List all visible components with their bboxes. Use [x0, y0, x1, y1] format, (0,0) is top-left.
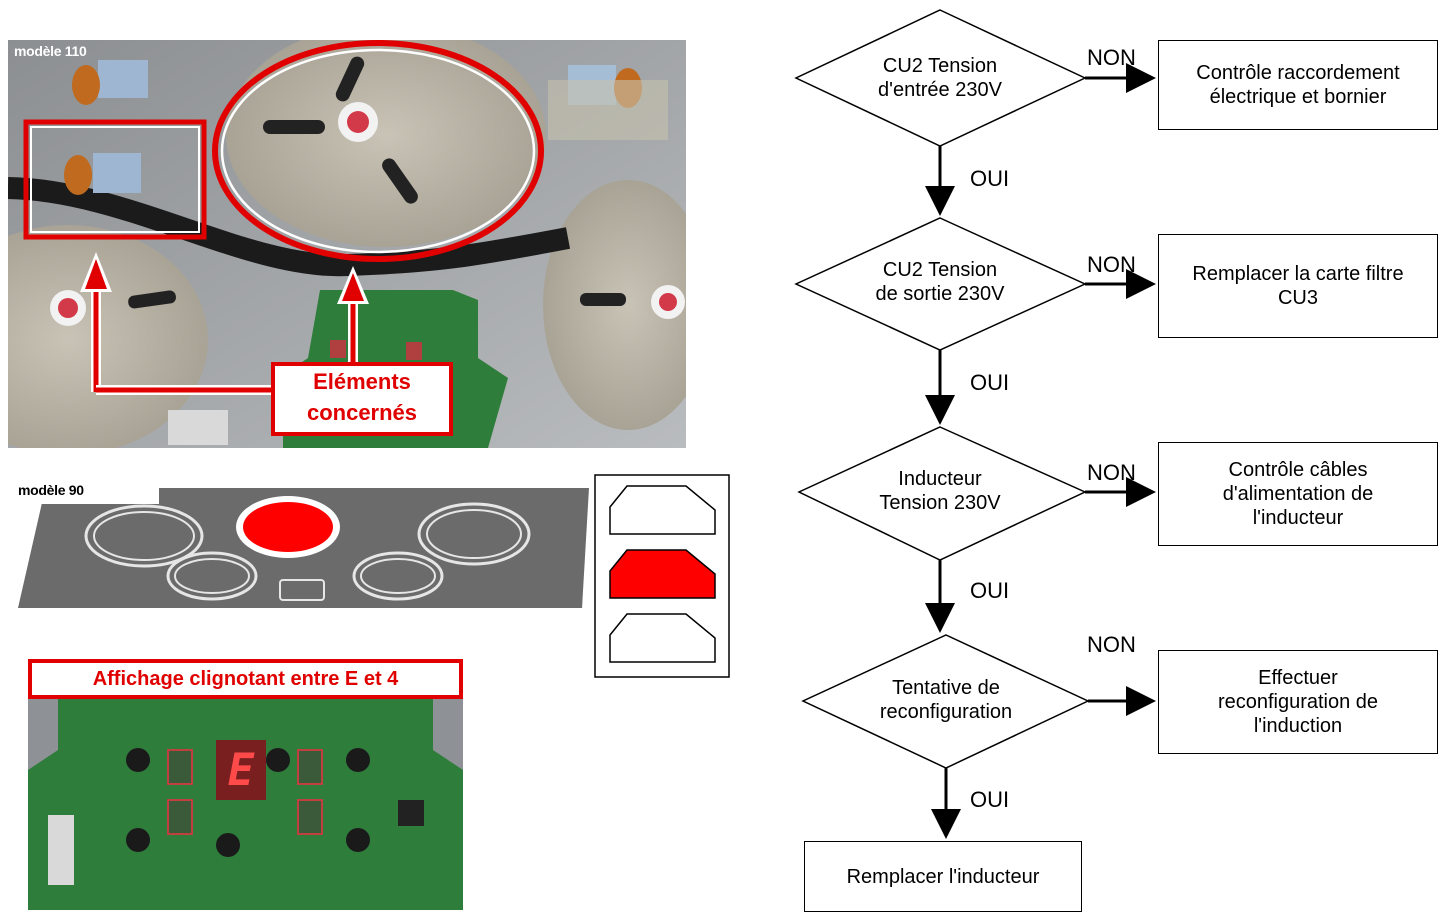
action-box-3: Contrôle câbles d'alimentation de l'indu… — [1158, 442, 1438, 546]
yes-label-2: OUI — [970, 370, 1010, 395]
photo-control-board — [28, 660, 463, 910]
action-3-line-2: d'alimentation de — [1222, 483, 1374, 505]
no-label-3: NON — [1087, 460, 1136, 485]
zone-indicator-legend — [594, 474, 730, 678]
yes-label-4: OUI — [970, 787, 1010, 812]
decision-4-text: Tentative de reconfiguration — [826, 676, 1066, 724]
action-2-line-2: CU3 — [1277, 287, 1318, 309]
photo-induction-hob-110 — [8, 40, 686, 448]
connector — [48, 815, 74, 885]
cooking-zone-back-left — [84, 504, 204, 568]
callout-line-1: Eléments — [313, 369, 411, 394]
decision-3-line-1: Inducteur — [898, 468, 982, 490]
yes-label-3: OUI — [970, 578, 1010, 603]
no-label-4: NON — [1087, 632, 1136, 657]
cooking-zone-front-right — [352, 551, 444, 601]
no-label-2: NON — [1087, 252, 1136, 277]
zone-indicator-bottom — [609, 613, 716, 663]
decision-2-line-1: CU2 Tension — [882, 259, 998, 281]
decision-1-line-2: d'entrée 230V — [878, 79, 1002, 101]
seven-segment-display — [216, 740, 266, 800]
action-box-1: Contrôle raccordement électrique et born… — [1158, 40, 1438, 130]
decision-2-text: CU2 Tension de sortie 230V — [820, 258, 1060, 306]
cooking-zone-front-left — [166, 551, 258, 601]
photo-illustration — [8, 40, 686, 448]
decision-1-line-1: CU2 Tension — [882, 55, 998, 77]
action-2-line-1: Remplacer la carte filtre — [1192, 263, 1404, 285]
decision-3-line-2: Tension 230V — [879, 492, 1001, 514]
action-box-4: Effectuer reconfiguration de l'induction — [1158, 650, 1438, 754]
yes-label-1: OUI — [970, 166, 1010, 191]
zone-indicator-top — [609, 485, 716, 535]
model-90-label-bg — [14, 482, 159, 504]
decision-4-line-2: reconfiguration — [879, 701, 1013, 723]
decision-1-text: CU2 Tension d'entrée 230V — [820, 54, 1060, 102]
final-action-box: Remplacer l'inducteur — [804, 841, 1082, 912]
action-4-line-1: Effectuer — [1258, 667, 1338, 689]
callout-elements-concernes: Eléments concernés — [271, 362, 453, 436]
control-board-illustration — [28, 660, 463, 910]
blink-banner: Affichage clignotant entre E et 4 — [28, 659, 463, 699]
action-3-line-3: l'inducteur — [1252, 507, 1344, 529]
control-panel-outline — [279, 579, 325, 601]
callout-line-2: concernés — [306, 400, 418, 425]
model-110-label: modèle 110 — [14, 43, 87, 59]
action-4-line-3: l'induction — [1253, 715, 1343, 737]
action-box-2: Remplacer la carte filtre CU3 — [1158, 234, 1438, 338]
display-character: E — [227, 744, 255, 796]
zone-indicator-active — [609, 549, 716, 599]
no-label-1: NON — [1087, 45, 1136, 70]
action-1-line-2: électrique et bornier — [1209, 86, 1387, 108]
decision-2-line-2: de sortie 230V — [875, 283, 1005, 305]
final-action-text: Remplacer l'inducteur — [846, 865, 1040, 888]
cooking-zone-back-right — [417, 502, 531, 566]
action-4-line-2: reconfiguration de — [1217, 691, 1379, 713]
cooking-zone-back-center-highlighted — [236, 496, 340, 558]
decision-3-text: Inducteur Tension 230V — [820, 467, 1060, 515]
action-3-line-1: Contrôle câbles — [1228, 459, 1368, 481]
decision-4-line-1: Tentative de — [892, 677, 1000, 699]
hob-schematic-90 — [18, 488, 589, 608]
action-1-line-1: Contrôle raccordement — [1196, 62, 1400, 84]
model-90-label: modèle 90 — [18, 482, 84, 498]
